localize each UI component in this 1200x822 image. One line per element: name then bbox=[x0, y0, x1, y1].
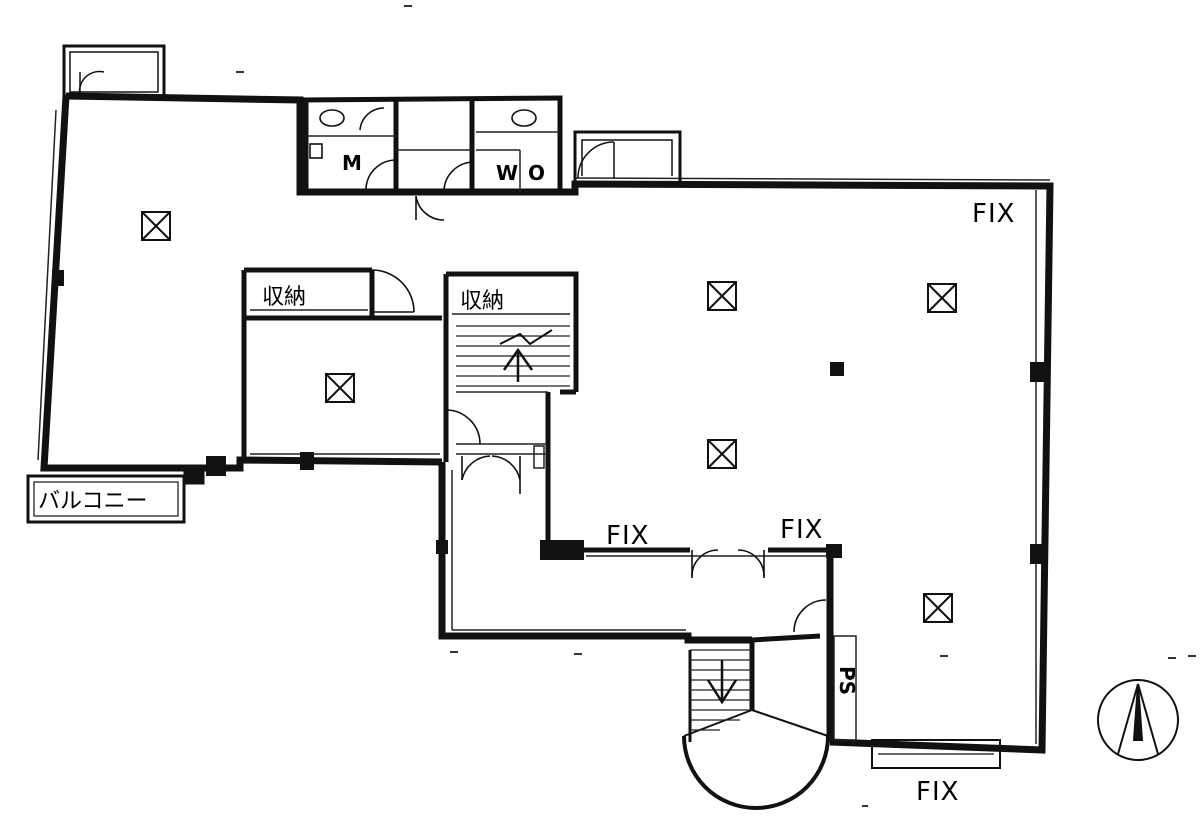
north-arrow-icon bbox=[1097, 679, 1179, 761]
toilet-m-label: M bbox=[342, 151, 362, 175]
toilet-w-label: W bbox=[496, 161, 518, 185]
fix-label-bottom: FIX bbox=[916, 777, 959, 807]
balcony bbox=[26, 469, 205, 524]
corner-box bbox=[62, 44, 166, 98]
toilet-o-label: O bbox=[528, 161, 545, 185]
door-swings bbox=[359, 107, 827, 633]
columns bbox=[52, 270, 1044, 564]
thin-lines bbox=[37, 109, 1051, 744]
scan-marks bbox=[236, 5, 1196, 807]
spiral-stair bbox=[682, 650, 830, 810]
ceiling-light-icon bbox=[927, 283, 957, 313]
stair-down-arrow-icon bbox=[706, 660, 738, 705]
bottom-window bbox=[871, 739, 1001, 769]
balcony-label: バルコニー bbox=[38, 489, 148, 514]
storage-label-right: 収納 bbox=[460, 289, 504, 314]
fix-label-mid-left: FIX bbox=[606, 521, 649, 551]
storage-label-left: 収納 bbox=[262, 285, 306, 310]
ceiling-light-icon bbox=[707, 439, 737, 469]
pipe-space-label: PS bbox=[835, 666, 859, 695]
ceiling-light-icon bbox=[923, 593, 953, 623]
stair-up-arrow-icon bbox=[499, 329, 553, 382]
ceiling-light-icon bbox=[707, 281, 737, 311]
fix-label-mid-right: FIX bbox=[780, 515, 823, 545]
ceiling-lights bbox=[141, 211, 957, 623]
toilet-fixtures bbox=[309, 109, 537, 159]
ceiling-light-icon bbox=[141, 211, 171, 241]
ceiling-light-icon bbox=[325, 373, 355, 403]
entrance-box bbox=[573, 130, 682, 184]
fix-label-top-right: FIX bbox=[972, 199, 1015, 229]
